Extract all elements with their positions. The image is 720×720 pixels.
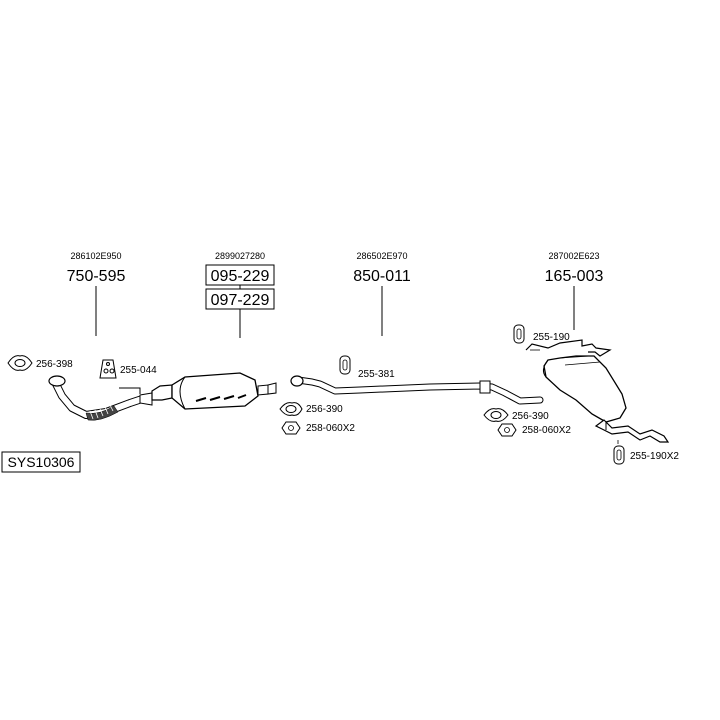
catalyst[interactable] bbox=[151, 372, 277, 410]
oem-number-front-pipe: 286102E950 bbox=[70, 251, 121, 261]
rubber-mount-icon[interactable] bbox=[99, 359, 117, 379]
nut-icon[interactable] bbox=[497, 423, 517, 437]
system-id: SYS10306 bbox=[8, 454, 75, 470]
oem-number-middle-pipe: 286502E970 bbox=[356, 251, 407, 261]
rear-silencer[interactable] bbox=[525, 339, 670, 443]
part-number-rear-silencer[interactable]: 165-003 bbox=[545, 268, 604, 285]
part-number-catalyst-2[interactable]: 097-229 bbox=[211, 292, 270, 309]
callout-label: 258-060X2 bbox=[306, 423, 355, 434]
callout-label: 255-381 bbox=[358, 369, 395, 380]
front-pipe[interactable] bbox=[48, 375, 153, 421]
hanger-icon[interactable] bbox=[613, 445, 625, 465]
middle-pipe[interactable] bbox=[290, 375, 544, 405]
oem-number-catalyst: 2899027280 bbox=[215, 251, 265, 261]
oem-number-rear-silencer: 287002E623 bbox=[548, 251, 599, 261]
gasket-icon[interactable] bbox=[7, 355, 33, 371]
callout-label: 255-190X2 bbox=[630, 451, 679, 462]
callout-label: 255-190 bbox=[533, 332, 570, 343]
callout-label: 256-390 bbox=[306, 404, 343, 415]
system-id-box bbox=[1, 451, 81, 473]
callout-label: 258-060X2 bbox=[522, 425, 571, 436]
callout-leaders bbox=[530, 349, 619, 444]
part-number-front-pipe[interactable]: 750-595 bbox=[67, 268, 126, 285]
gasket-icon[interactable] bbox=[483, 408, 509, 422]
gasket-icon[interactable] bbox=[279, 402, 303, 416]
part-number-middle-pipe[interactable]: 850-011 bbox=[353, 268, 411, 285]
callout-label: 256-398 bbox=[36, 359, 73, 370]
callout-label: 256-390 bbox=[512, 411, 549, 422]
nut-icon[interactable] bbox=[281, 421, 301, 435]
part-number-catalyst-1[interactable]: 095-229 bbox=[211, 268, 270, 285]
hanger-icon[interactable] bbox=[339, 355, 351, 375]
callout-label: 255-044 bbox=[120, 365, 157, 376]
hanger-icon[interactable] bbox=[513, 324, 525, 344]
